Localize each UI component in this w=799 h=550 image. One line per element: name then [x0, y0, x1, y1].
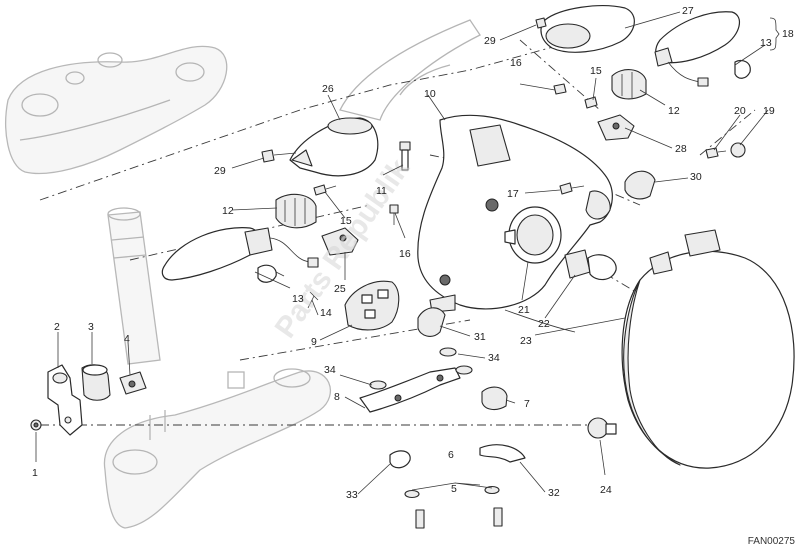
- upper-triple-clamp-ghost: [5, 45, 228, 175]
- part-9-lower-module: [344, 280, 400, 331]
- callout-33: 33: [346, 489, 358, 501]
- part-2-clamp-bracket: [47, 364, 83, 436]
- callout-3: 3: [88, 321, 94, 333]
- callout-34-left: 34: [324, 364, 336, 376]
- part-20-screw: [705, 147, 727, 159]
- callout-32: 32: [548, 487, 560, 499]
- callout-21: 21: [518, 304, 530, 316]
- bracket-18: [769, 17, 780, 51]
- part-31-rubber-pad: [417, 307, 446, 337]
- part-10-headlight-bracket: [417, 114, 613, 313]
- callout-6: 6: [448, 449, 454, 461]
- part-5-bolts: [415, 507, 503, 529]
- callout-2: 2: [54, 321, 60, 333]
- part-6-washers: [404, 485, 500, 499]
- upper-bracket-ghost: [339, 19, 481, 121]
- right-turn-signal-assembly: [535, 5, 751, 141]
- headlight-lens: [621, 229, 795, 469]
- callout-13-right: 13: [760, 37, 772, 49]
- callout-19: 19: [763, 105, 775, 117]
- callout-1: 1: [32, 467, 38, 479]
- callout-12-right: 12: [668, 105, 680, 117]
- part-4-connector: [119, 371, 147, 395]
- callout-30: 30: [690, 171, 702, 183]
- callout-31: 31: [474, 331, 486, 343]
- callout-26: 26: [322, 83, 334, 95]
- part-24-fastener: [587, 417, 617, 439]
- part-19-cap: [730, 142, 746, 158]
- callout-27: 27: [682, 5, 694, 17]
- callout-9: 9: [311, 336, 317, 348]
- callout-13-left: 13: [292, 293, 304, 305]
- part-8-lower-bracket: [359, 367, 461, 413]
- callout-15-left: 15: [340, 215, 352, 227]
- part-16-bolt-center: [389, 204, 399, 225]
- leader-lines: [35, 11, 769, 495]
- callout-5: 5: [451, 483, 457, 495]
- part-29-bolt-left: [261, 149, 297, 163]
- callout-29-right: 29: [484, 35, 496, 47]
- callout-7: 7: [524, 398, 530, 410]
- part-32-spring-clip: [479, 444, 526, 463]
- callout-24: 24: [600, 484, 612, 496]
- part-1-nut: [30, 419, 42, 431]
- callout-16-top: 16: [510, 57, 522, 69]
- part-30-grommet: [624, 170, 656, 200]
- part-22-bulb: [564, 249, 617, 281]
- callout-15-right: 15: [590, 65, 602, 77]
- callout-12-left: 12: [222, 205, 234, 217]
- part-11-bolt: [399, 141, 411, 171]
- part-23-wire: [504, 309, 576, 333]
- part-34-washer-left: [369, 380, 387, 390]
- part-26-upper-holder: [289, 117, 379, 177]
- part-34-washer-right: [439, 347, 473, 375]
- callout-labels: 1 2 3 4 5 6 7 8 9 10 11 12 12 13 13 14 1…: [32, 5, 794, 501]
- callout-28: 28: [675, 143, 687, 155]
- callout-16-center: 16: [399, 248, 411, 260]
- callout-23: 23: [520, 335, 532, 347]
- callout-11: 11: [376, 185, 387, 197]
- fork-tube-ghost: [107, 207, 161, 365]
- part-21-bulb-socket: [504, 206, 562, 264]
- callout-34-right: 34: [488, 352, 500, 364]
- part-33-spring-clip: [389, 450, 411, 469]
- part-3-grommet: [81, 364, 111, 401]
- callout-29-left: 29: [214, 165, 226, 177]
- callout-20: 20: [734, 105, 746, 117]
- callout-4: 4: [124, 333, 130, 345]
- left-turn-signal-assembly: [161, 184, 359, 309]
- callout-25: 25: [334, 283, 346, 295]
- callout-22: 22: [538, 318, 550, 330]
- part-7-grommet: [481, 386, 508, 411]
- callout-17: 17: [507, 188, 519, 200]
- part-17-screw: [559, 182, 585, 195]
- callout-18: 18: [782, 28, 794, 40]
- lower-triple-clamp-ghost: [103, 368, 331, 529]
- callout-10: 10: [424, 88, 436, 100]
- callout-14: 14: [320, 307, 332, 319]
- diagram-code: FAN00275: [747, 536, 795, 547]
- callout-8: 8: [334, 391, 340, 403]
